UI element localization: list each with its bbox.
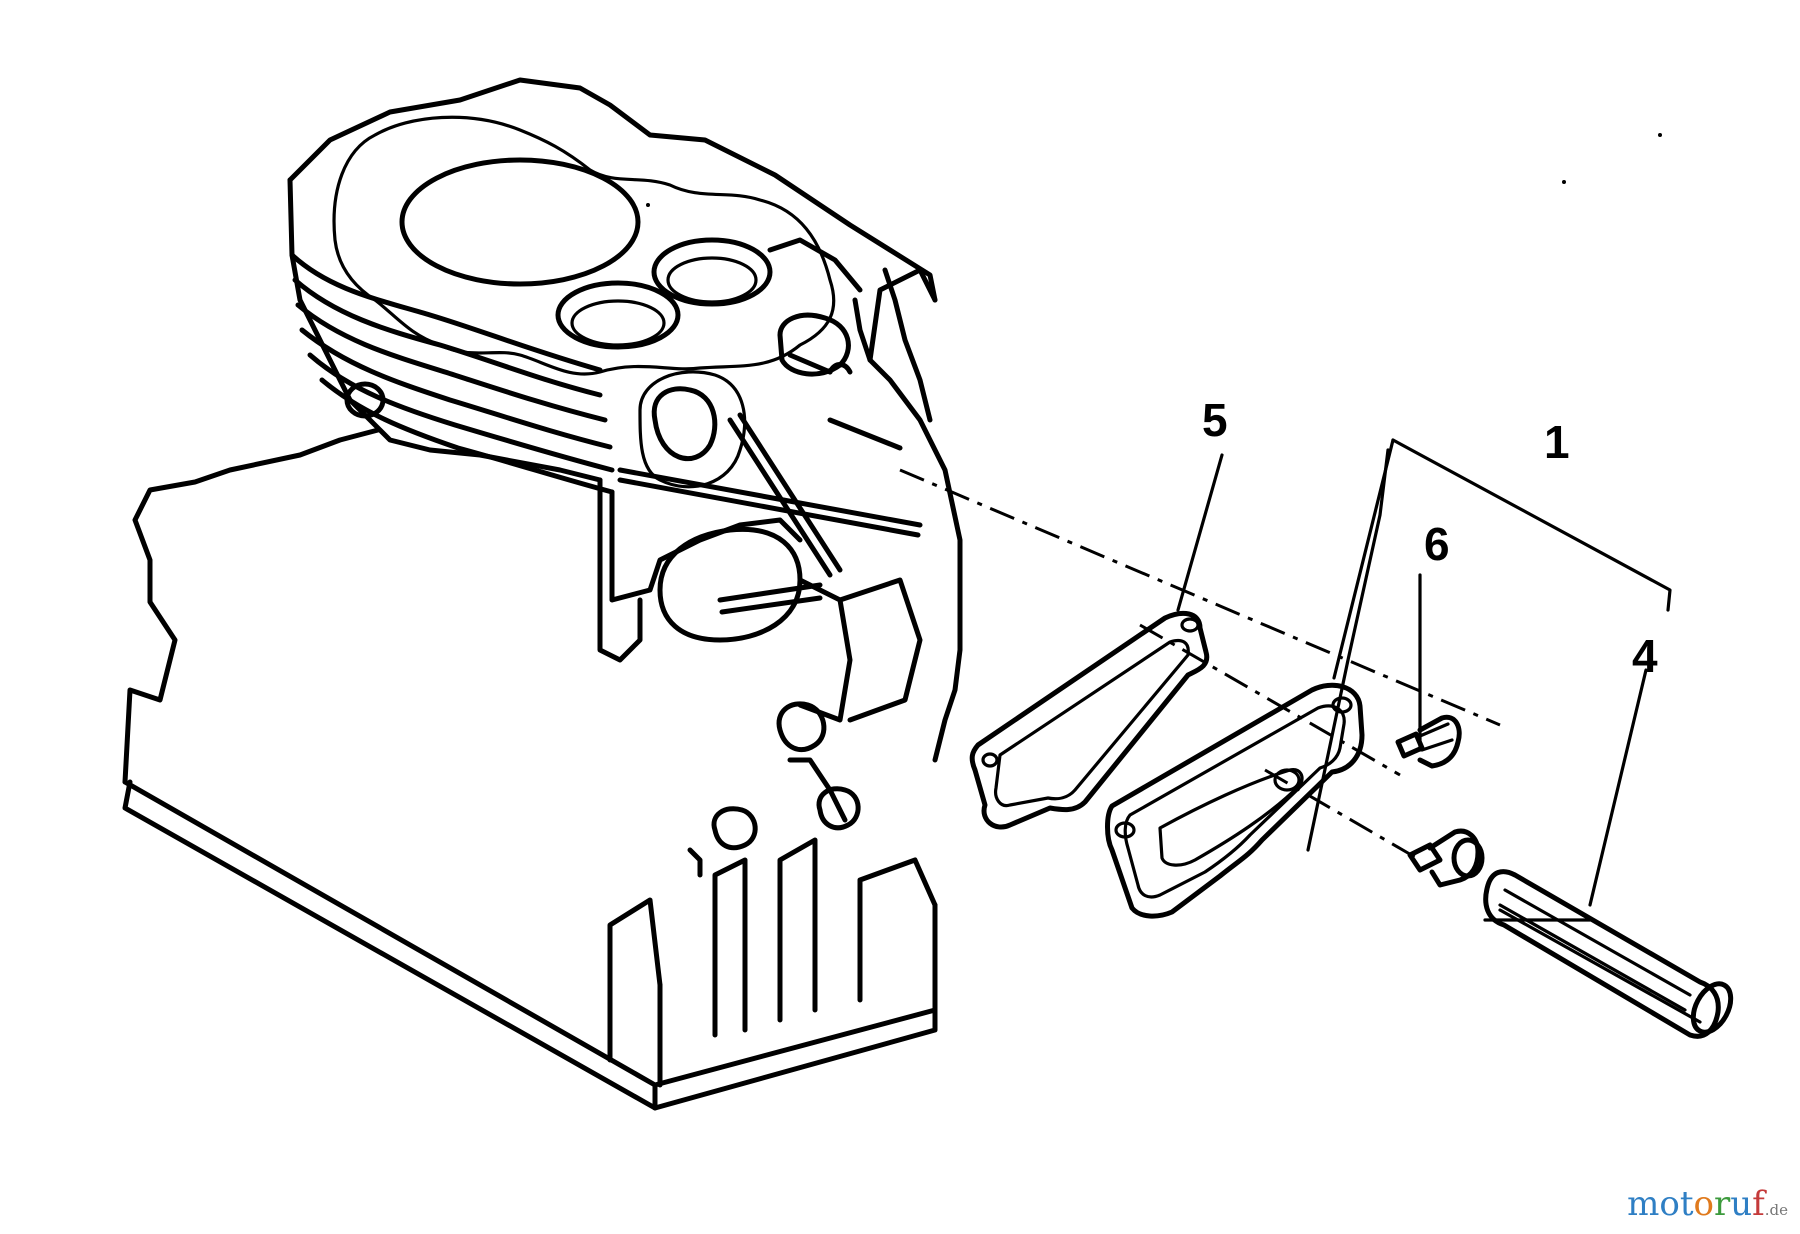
engine-block (122, 77, 963, 1111)
part-5-gasket (969, 610, 1210, 830)
callout-4: 4 (1632, 630, 1658, 682)
leader-lines (899, 438, 1672, 922)
callout-1: 1 (1544, 416, 1570, 468)
part-1-fitting (1407, 828, 1485, 888)
part-6-screw (1395, 714, 1462, 769)
stray-dot (1562, 180, 1566, 184)
callout-5: 5 (1202, 394, 1228, 446)
part-4-tube (1483, 869, 1734, 1039)
part-1-breather-cover (1105, 682, 1365, 919)
watermark-logo: motoruf.de (1627, 1184, 1788, 1224)
stray-dot (1658, 133, 1662, 137)
stray-dot (646, 203, 650, 207)
callout-6: 6 (1424, 518, 1450, 570)
